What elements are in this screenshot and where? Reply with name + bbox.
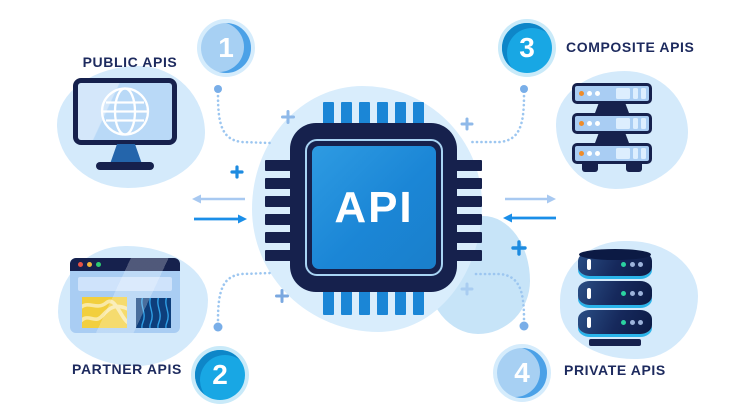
database-base [589,339,641,346]
badge-number: 4 [514,357,530,388]
drive-dots [621,262,643,267]
chip-screen: API [312,146,436,269]
database-drum [578,281,652,305]
server-panel [575,86,649,101]
server-unit [572,143,652,164]
node-label-private: PRIVATE APIS [564,362,666,378]
window-dot-yellow [87,262,92,267]
monitor-base [96,162,154,170]
badge-number: 1 [218,32,234,63]
badge-number: 3 [519,32,535,63]
status-dot [587,151,592,156]
drive-slot [616,148,630,159]
badge-circle: 2 [195,350,245,400]
drive-slot [633,148,638,159]
status-dot-orange [579,121,584,126]
drive-dots [621,291,643,296]
step-badge-1: 1 [197,19,255,77]
left-arrow-light [192,194,245,204]
monitor-stand [110,144,142,164]
left-arrow-bright [194,214,247,224]
window-dot-green [96,262,101,267]
step-badge-3: 3 [498,19,556,77]
rack-feet [572,164,652,172]
chip-pins-right [456,160,482,261]
server-panel [575,146,649,161]
badge-circle: 1 [201,23,251,73]
window-dot-red [78,262,83,267]
partner-apis-node [58,246,208,366]
status-dot-orange [579,91,584,96]
drive-slit [587,259,591,270]
browser-titlebar [70,258,180,271]
chip-inner-frame: API [305,139,443,276]
rack-connector [595,104,629,113]
status-dot [595,91,600,96]
drive-dots [621,320,643,325]
connector-dot [214,85,222,93]
api-chip-icon: API [290,123,457,292]
node-label-partner: PARTNER APIS [72,361,182,377]
drive-slot [633,118,638,129]
database-drum [578,249,652,276]
chip-pins-top [323,102,424,124]
plus-icon [230,165,244,179]
globe-icon [100,87,150,136]
step-badge-4: 4 [493,344,551,402]
drive-slit [587,317,591,328]
chip-pins-left [265,160,291,261]
connector-dot [213,322,223,332]
badge-number: 2 [212,359,228,390]
public-apis-node [57,66,205,188]
rack-connector [595,134,629,143]
dotted-connector-1 [216,94,272,145]
step-badge-2: 2 [191,346,249,404]
node-label-composite: COMPOSITE APIS [566,39,695,55]
dotted-connector-3 [470,94,526,144]
plus-icon [460,117,474,131]
right-arrow-bright [503,213,556,223]
chip-pins-bottom [323,291,424,315]
badge-circle: 4 [497,348,547,398]
status-dot [587,91,592,96]
monitor-globe-icon [73,78,177,145]
drive-slot [633,88,638,99]
dotted-connector-2 [216,271,272,322]
server-rack-icon [572,83,652,172]
composite-apis-node [556,71,688,189]
node-label-public: PUBLIC APIS [82,54,178,70]
server-unit [572,113,652,134]
status-dot [595,121,600,126]
chip-label: API [334,182,414,232]
drive-slot [641,88,646,99]
monitor-screen [78,83,172,140]
drive-slot [641,148,646,159]
drive-slot [616,88,630,99]
browser-window-icon [70,258,180,333]
right-arrow-light [505,194,556,204]
drive-slot [616,118,630,129]
database-drum [578,310,652,334]
squiggle-pattern [82,299,127,324]
browser-panel-navy [136,298,171,328]
browser-panel-yellow [82,297,127,328]
badge-circle: 3 [502,23,552,73]
private-apis-node [560,241,698,359]
status-dot [587,121,592,126]
server-panel [575,116,649,131]
database-stack-icon [578,249,652,346]
status-dot [595,151,600,156]
drive-slit [587,288,591,299]
browser-content-bar [78,277,172,291]
connector-dot [520,85,528,93]
drive-slot [641,118,646,129]
server-unit [572,83,652,104]
status-dot-orange [579,151,584,156]
connector-dot [519,321,529,331]
wave-pattern [141,298,169,328]
